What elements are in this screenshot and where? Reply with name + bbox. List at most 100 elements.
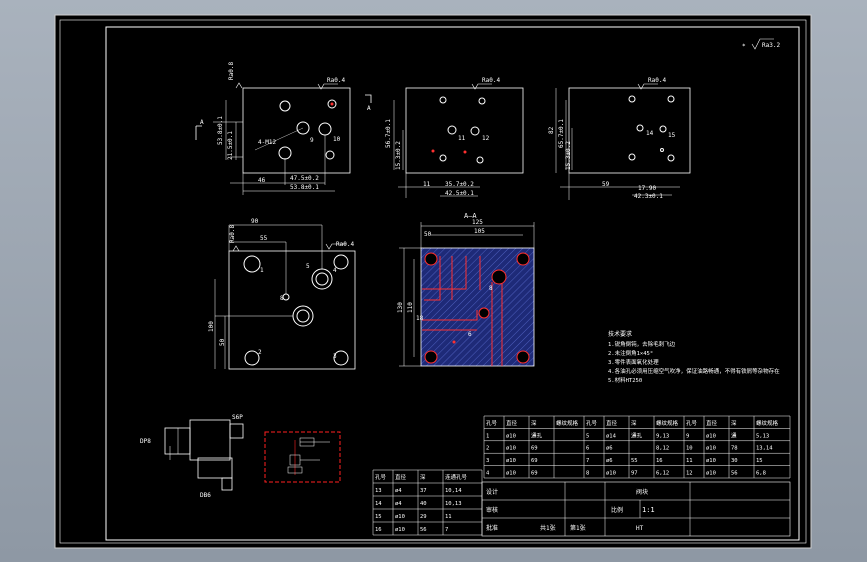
svg-text:15.3±0.2: 15.3±0.2 xyxy=(565,141,572,170)
hole xyxy=(244,350,260,366)
svg-text:105: 105 xyxy=(474,228,485,235)
svg-text:1:1: 1:1 xyxy=(642,506,655,514)
table-cell: ø4 xyxy=(395,488,402,494)
table-cell: 15 xyxy=(756,458,763,464)
table-cell: 直径 xyxy=(506,419,518,427)
table-cell: 螺纹规格 xyxy=(556,419,579,427)
table-cell: 通孔 xyxy=(631,431,643,439)
svg-text:8: 8 xyxy=(489,285,493,292)
svg-text:S6P: S6P xyxy=(232,414,243,421)
table-cell: 6,12 xyxy=(656,471,669,477)
table-cell: 孔号 xyxy=(486,419,498,427)
svg-text:53.8±0.1: 53.8±0.1 xyxy=(217,116,224,145)
table-cell: 30 xyxy=(731,458,738,464)
table-cell: ø14 xyxy=(606,433,617,439)
hole xyxy=(628,95,636,103)
table-cell: 55 xyxy=(631,458,638,464)
table-cell: 深 xyxy=(420,473,426,481)
svg-text:DB6: DB6 xyxy=(200,492,211,499)
table-cell: 11 xyxy=(445,514,452,520)
table-cell: 16 xyxy=(656,458,663,464)
svg-text:批准: 批准 xyxy=(486,524,498,532)
svg-text:Ra0.8: Ra0.8 xyxy=(228,62,235,80)
svg-text:47.5±0.2: 47.5±0.2 xyxy=(290,175,319,182)
table-cell: ø6 xyxy=(606,458,613,464)
svg-text:1: 1 xyxy=(260,267,264,274)
technical-notes: 技术要求 1.锐角倒钝，去除毛刺飞边 2.未注倒角1×45° 3.零件表面氧化处… xyxy=(608,330,780,384)
table-cell: 6 xyxy=(586,446,589,452)
hole xyxy=(636,124,644,132)
title-block: 阀块 比例 1:1 HT 设计 审核 批准 共1张 第1张 xyxy=(481,481,791,537)
table-cell: ø10 xyxy=(706,446,716,452)
hole xyxy=(327,99,337,109)
table-cell: 8,12 xyxy=(656,446,669,452)
svg-text:8: 8 xyxy=(280,295,284,302)
table-cell: 孔号 xyxy=(586,419,598,427)
view-1-top-block: A Ra0.8 Ra0.4 53.8±0.1 21.5±0.1 4-M12 9 … xyxy=(195,62,351,195)
svg-text:3.零件表面氧化处理: 3.零件表面氧化处理 xyxy=(608,358,659,366)
svg-text:100: 100 xyxy=(208,321,215,332)
svg-text:6: 6 xyxy=(468,331,472,338)
svg-text:技术要求: 技术要求 xyxy=(608,330,632,338)
table-cell: 69 xyxy=(531,446,538,452)
hole xyxy=(325,150,335,160)
svg-text:第1张: 第1张 xyxy=(570,524,586,532)
table-cell: 直径 xyxy=(706,419,718,427)
hole xyxy=(667,154,675,162)
table-cell: ø10 xyxy=(706,471,716,477)
table-cell: 69 xyxy=(531,471,538,477)
svg-text:17.90: 17.90 xyxy=(638,185,656,192)
view-2-front-block: A Ra0.4 56.7±0.1 15.3±0.2 11 12 11 35.7±… xyxy=(365,77,524,198)
table-cell: 13,14 xyxy=(756,446,773,452)
hole xyxy=(333,254,349,270)
table-cell: 通 xyxy=(731,431,737,439)
svg-text:*: * xyxy=(742,43,746,50)
table-cell: 10 xyxy=(686,446,693,452)
table-cell: ø10 xyxy=(706,458,716,464)
table-cell: ø10 xyxy=(506,471,516,477)
table-cell: 97 xyxy=(631,471,638,477)
table-cell: 40 xyxy=(420,501,427,507)
table-cell: 37 xyxy=(420,488,427,494)
table-cell: 2 xyxy=(486,446,489,452)
svg-text:Ra0.8: Ra0.8 xyxy=(229,225,236,243)
table-cell: 孔号 xyxy=(686,419,698,427)
svg-text:35.7±0.2: 35.7±0.2 xyxy=(445,181,474,188)
svg-text:DP8: DP8 xyxy=(140,438,151,445)
table-cell: 7 xyxy=(586,458,589,464)
table-cell: 15 xyxy=(375,514,382,520)
table-cell: 直径 xyxy=(395,473,407,481)
hole xyxy=(659,125,667,133)
table-cell: 29 xyxy=(420,514,427,520)
hole xyxy=(439,96,447,104)
hole xyxy=(296,309,310,323)
svg-text:3: 3 xyxy=(333,353,337,360)
hole xyxy=(447,125,457,135)
svg-text:82: 82 xyxy=(548,126,555,134)
svg-text:A: A xyxy=(367,105,371,112)
svg-text:1.锐角倒钝，去除毛刺飞边: 1.锐角倒钝，去除毛刺飞边 xyxy=(608,340,676,348)
svg-text:42.3±0.1: 42.3±0.1 xyxy=(634,193,663,200)
svg-text:11: 11 xyxy=(458,135,466,142)
table-cell: 10,13 xyxy=(445,501,462,507)
assembly-sketch: DP8 S6P DB6 xyxy=(140,414,244,499)
table-cell: 9 xyxy=(686,433,689,439)
hole xyxy=(315,272,329,286)
table-cell: 13 xyxy=(375,488,382,494)
table-cell: 12 xyxy=(686,471,693,477)
table-cell: ø10 xyxy=(706,433,716,439)
table-cell: 7 xyxy=(445,527,448,533)
table-cell: 4 xyxy=(486,471,490,477)
svg-text:65.7±0.1: 65.7±0.1 xyxy=(558,119,565,148)
svg-text:10: 10 xyxy=(333,136,341,143)
svg-text:Ra3.2: Ra3.2 xyxy=(762,42,780,49)
table-cell: 螺纹规格 xyxy=(756,419,779,427)
table-cell: 深 xyxy=(631,419,637,427)
hole xyxy=(279,100,291,112)
svg-text:12: 12 xyxy=(482,135,490,142)
svg-text:46: 46 xyxy=(258,177,266,184)
svg-text:Ra0.4: Ra0.4 xyxy=(648,77,666,84)
table-cell: 5 xyxy=(586,433,589,439)
table-cell: 11 xyxy=(686,458,693,464)
